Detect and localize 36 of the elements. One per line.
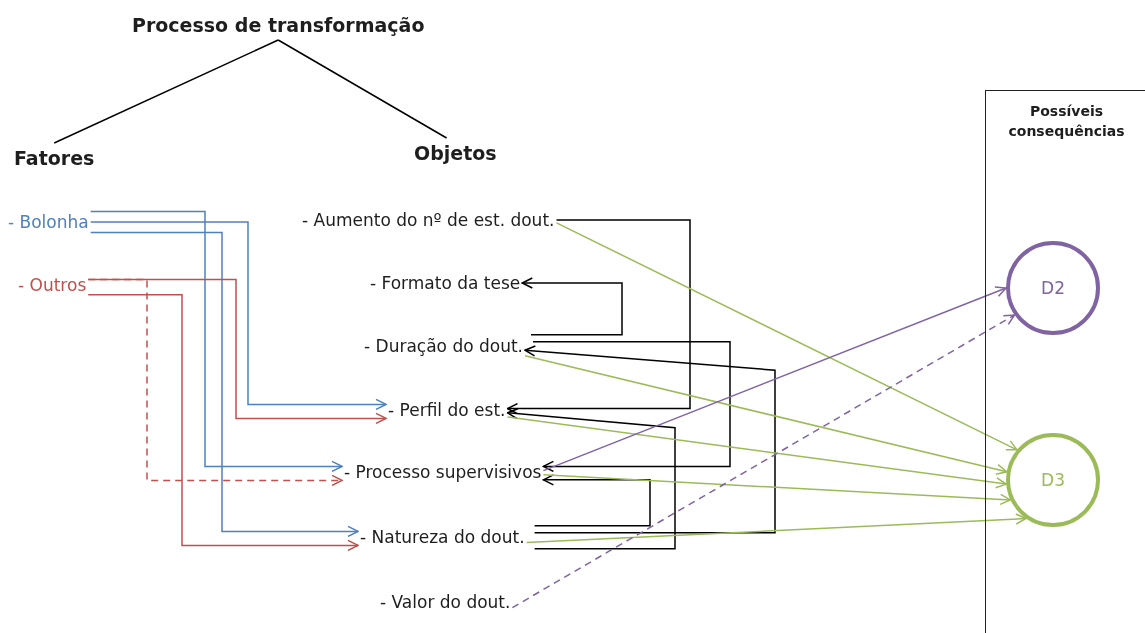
arrow (506, 407, 676, 550)
object-label: - Perfil do est. (386, 396, 508, 424)
arrow (87, 294, 359, 552)
category-label: Processo de transformação (130, 10, 427, 40)
consequences-panel (985, 90, 1145, 633)
arrow (89, 210, 343, 473)
arrow (89, 231, 359, 538)
arrow (533, 474, 651, 527)
arrow (524, 345, 776, 534)
arrow (511, 314, 1016, 609)
arrow (525, 513, 1027, 544)
outcome-circle: D2 (1006, 241, 1100, 335)
object-label: - Formato da tese (368, 269, 523, 297)
arrow (542, 286, 1007, 472)
connector-line (277, 39, 448, 139)
object-label: - Valor do dout. (378, 588, 513, 616)
connector-line (53, 39, 279, 144)
arrow (532, 341, 731, 473)
outcome-circle: D3 (1006, 433, 1100, 527)
arrow (89, 221, 387, 411)
arrow (506, 219, 691, 415)
arrow (524, 355, 1008, 476)
factor-label: - Outros (16, 271, 89, 299)
category-label: Objetos (412, 138, 499, 168)
arrow (506, 416, 1007, 489)
object-label: - Duração do dout. (362, 332, 525, 360)
arrow (542, 474, 1012, 506)
object-label: - Natureza do dout. (358, 523, 527, 551)
arrow (87, 278, 343, 487)
arrow (521, 277, 623, 336)
category-label: Fatores (12, 143, 97, 173)
factor-label: - Bolonha (6, 208, 91, 236)
panel-heading: Possíveis consequências (1007, 102, 1126, 142)
object-label: - Processo supervisivos (342, 458, 544, 486)
arrow (555, 222, 1018, 451)
object-label: - Aumento do nº de est. dout. (300, 206, 557, 234)
